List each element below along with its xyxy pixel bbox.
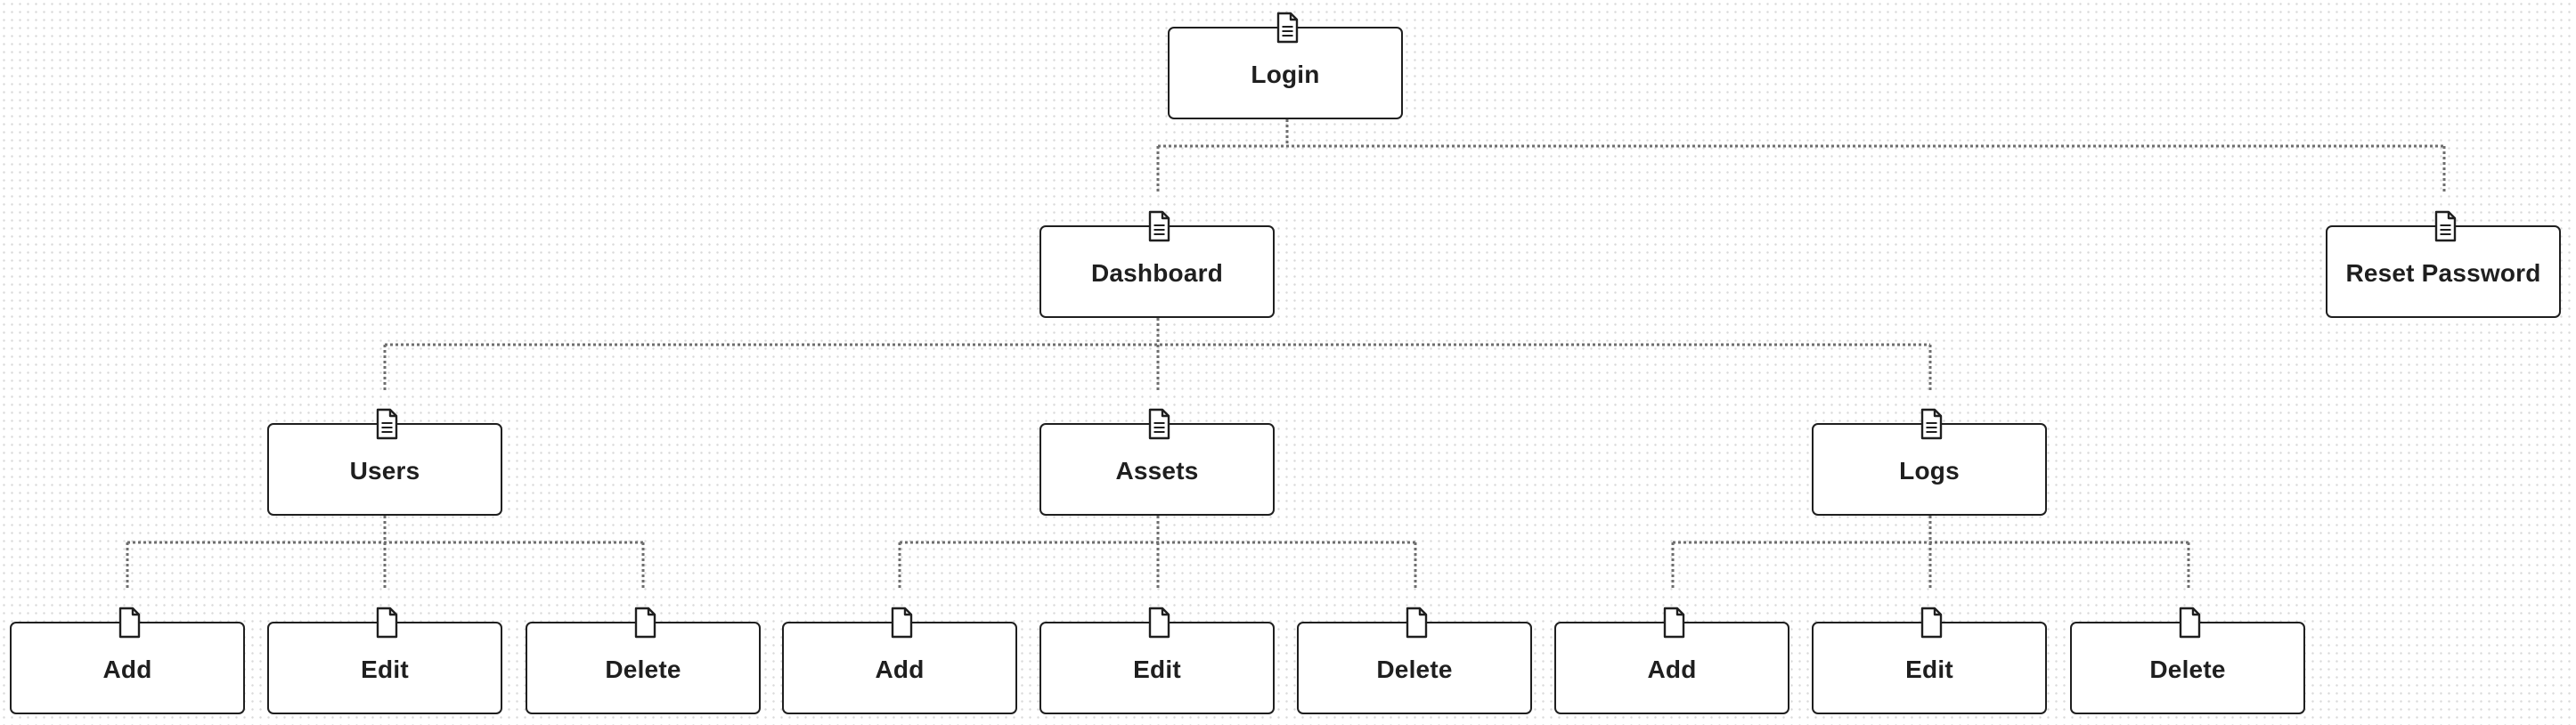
node-logs[interactable]: Logs bbox=[1812, 408, 2047, 516]
node-label: Edit bbox=[1133, 656, 1181, 683]
connector-login-children bbox=[1156, 119, 2446, 192]
document-lines-icon bbox=[370, 407, 404, 441]
node-label: Users bbox=[349, 457, 420, 485]
node-users-edit[interactable]: Edit bbox=[267, 607, 502, 714]
node-logs-add[interactable]: Add bbox=[1554, 607, 1789, 714]
connector-logs-children bbox=[1671, 516, 2190, 590]
node-assets[interactable]: Assets bbox=[1039, 408, 1275, 516]
node-label: Reset Password bbox=[2345, 259, 2541, 287]
node-label: Dashboard bbox=[1090, 259, 1224, 287]
node-label: Edit bbox=[361, 656, 409, 683]
node-label: Edit bbox=[1905, 656, 1953, 683]
document-blank-icon bbox=[884, 606, 918, 639]
node-label: Add bbox=[1647, 656, 1697, 683]
node-label: Delete bbox=[605, 656, 681, 683]
connector-dashboard-children bbox=[383, 318, 1932, 391]
node-label: Add bbox=[102, 656, 152, 683]
document-blank-icon bbox=[1657, 606, 1691, 639]
document-blank-icon bbox=[1914, 606, 1948, 639]
document-blank-icon bbox=[1399, 606, 1433, 639]
document-blank-icon bbox=[370, 606, 404, 639]
node-dashboard[interactable]: Dashboard bbox=[1039, 210, 1275, 318]
node-label: Add bbox=[875, 656, 925, 683]
node-logs-delete[interactable]: Delete bbox=[2070, 607, 2305, 714]
node-label: Delete bbox=[1376, 656, 1453, 683]
node-users-delete[interactable]: Delete bbox=[526, 607, 761, 714]
connector-users-children bbox=[126, 516, 645, 590]
document-lines-icon bbox=[1270, 11, 1304, 45]
document-lines-icon bbox=[1142, 407, 1176, 441]
node-label: Login bbox=[1251, 61, 1320, 88]
node-label: Delete bbox=[2149, 656, 2226, 683]
document-lines-icon bbox=[1914, 407, 1948, 441]
node-assets-edit[interactable]: Edit bbox=[1039, 607, 1275, 714]
document-lines-icon bbox=[2428, 209, 2462, 243]
node-reset-password[interactable]: Reset Password bbox=[2326, 210, 2561, 318]
document-blank-icon bbox=[628, 606, 662, 639]
node-assets-add[interactable]: Add bbox=[782, 607, 1017, 714]
node-label: Logs bbox=[1899, 457, 1960, 485]
node-users[interactable]: Users bbox=[267, 408, 502, 516]
node-login[interactable]: Login bbox=[1168, 12, 1403, 119]
document-blank-icon bbox=[2172, 606, 2206, 639]
connector-assets-children bbox=[898, 516, 1417, 590]
node-logs-edit[interactable]: Edit bbox=[1812, 607, 2047, 714]
node-users-add[interactable]: Add bbox=[10, 607, 245, 714]
document-blank-icon bbox=[112, 606, 146, 639]
document-blank-icon bbox=[1142, 606, 1176, 639]
node-label: Assets bbox=[1115, 457, 1199, 485]
node-assets-delete[interactable]: Delete bbox=[1297, 607, 1532, 714]
document-lines-icon bbox=[1142, 209, 1176, 243]
